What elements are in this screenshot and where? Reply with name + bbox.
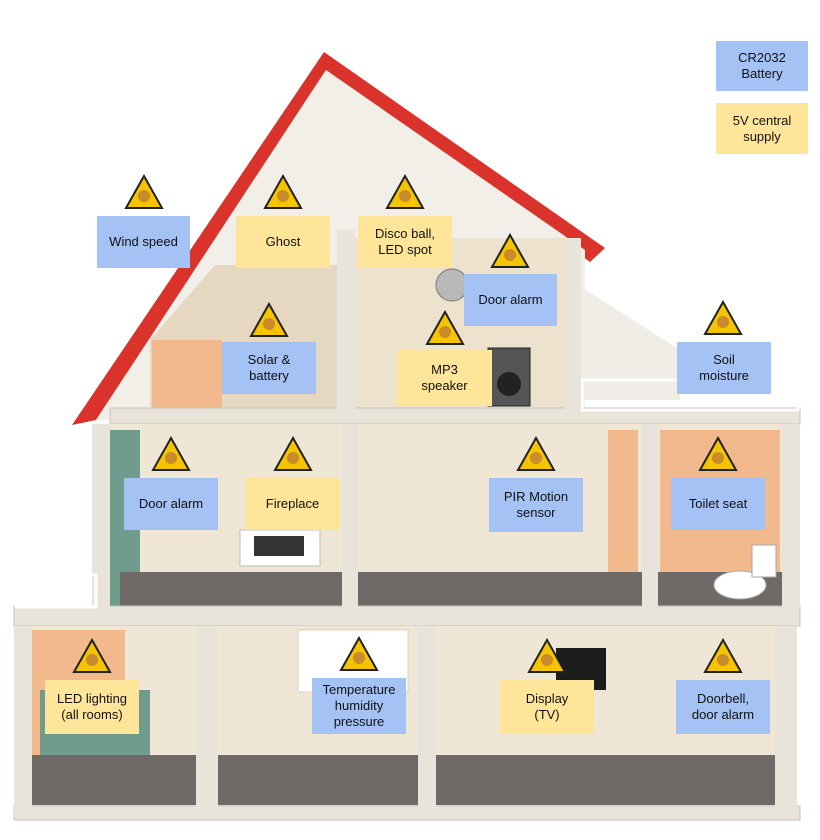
pillar xyxy=(14,626,32,816)
mysensors-warning-icon xyxy=(703,300,743,335)
label-disco-ball: Disco ball, LED spot xyxy=(358,216,452,268)
label-temperature: Temperature humidity pressure xyxy=(312,678,406,734)
label-toilet-seat: Toilet seat xyxy=(671,478,765,530)
middle-floor-carpet xyxy=(120,572,790,608)
label-display-tv: Display (TV) xyxy=(500,680,594,734)
right-roof xyxy=(578,285,680,400)
mysensors-warning-icon xyxy=(249,302,289,337)
mysensors-warning-icon xyxy=(425,310,465,345)
label-fireplace: Fireplace xyxy=(245,478,340,530)
pillar xyxy=(196,626,218,816)
label-pir-motion: PIR Motion sensor xyxy=(489,478,583,532)
mysensors-warning-icon xyxy=(703,638,743,673)
middle-floor-slab xyxy=(13,605,801,627)
mysensors-warning-icon xyxy=(151,436,191,471)
pillar xyxy=(337,230,355,410)
ground-floor-carpet xyxy=(30,755,785,805)
mysensors-warning-icon xyxy=(263,174,303,209)
mysensors-warning-icon xyxy=(385,174,425,209)
label-door-alarm-left: Door alarm xyxy=(124,478,218,530)
mysensors-warning-icon xyxy=(490,233,530,268)
left-railing xyxy=(14,573,98,609)
label-doorbell: Doorbell, door alarm xyxy=(676,680,770,734)
label-mp3-speaker: MP3 speaker xyxy=(397,350,492,406)
fireplace-opening xyxy=(254,536,304,556)
mysensors-warning-icon xyxy=(527,638,567,673)
bathroom-peach-wall xyxy=(608,430,638,580)
pillar xyxy=(342,424,358,608)
pillar xyxy=(782,424,800,608)
label-led-lighting: LED lighting (all rooms) xyxy=(45,680,139,734)
toilet-furniture xyxy=(713,570,767,600)
pillar xyxy=(565,238,581,410)
label-ghost: Ghost xyxy=(236,216,330,268)
attic-peach-wall xyxy=(152,340,222,408)
label-solar-battery: Solar & battery xyxy=(222,342,316,394)
mysensors-warning-icon xyxy=(516,436,556,471)
label-wind-speed: Wind speed xyxy=(97,216,190,268)
pillar xyxy=(92,424,110,608)
pillar xyxy=(418,626,436,816)
toilet-tank xyxy=(751,544,777,578)
pillar xyxy=(775,626,797,816)
mysensors-warning-icon xyxy=(339,636,379,671)
pillar xyxy=(642,424,658,608)
mysensors-warning-icon xyxy=(698,436,738,471)
legend-central-supply: 5V central supply xyxy=(716,103,808,154)
mysensors-warning-icon xyxy=(72,638,112,673)
mysensors-warning-icon xyxy=(124,174,164,209)
label-soil-moisture: Soil moisture xyxy=(677,342,771,394)
label-door-alarm-attic: Door alarm xyxy=(464,274,557,326)
legend-battery: CR2032 Battery xyxy=(716,41,808,91)
speaker-cone xyxy=(497,372,521,396)
mysensors-warning-icon xyxy=(273,436,313,471)
ground-floor-base xyxy=(13,805,801,821)
